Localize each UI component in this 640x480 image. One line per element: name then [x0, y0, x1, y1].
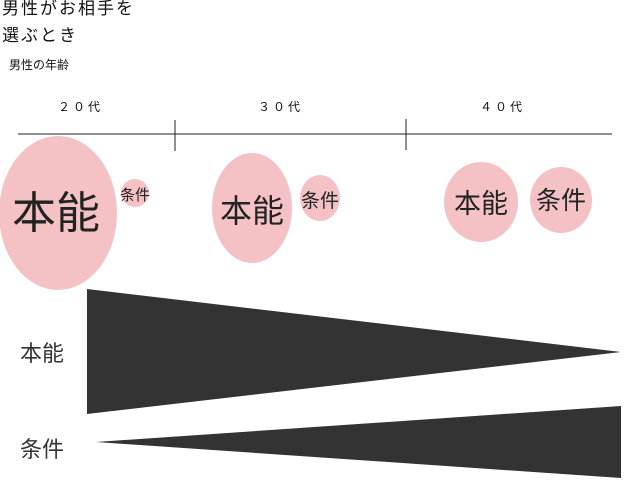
age-label-40s: ４０代 [480, 100, 526, 114]
bubble-40s-instinct-label: 本能 [454, 189, 508, 220]
bubble-20s-instinct [0, 136, 117, 290]
instinct-decreasing-wedge [87, 289, 621, 414]
bubble-20s-conditions [121, 179, 149, 207]
age-axis-title: 男性の年齢 [9, 58, 70, 72]
bubble-30s-conditions-label: 条件 [301, 190, 339, 212]
bubble-30s-instinct [212, 153, 292, 263]
bubble-40s-instinct [444, 162, 518, 242]
diagram-title: 男性がお相手を 選ぶとき [2, 0, 135, 46]
bubble-40s-conditions-label: 条件 [536, 186, 586, 215]
bubble-30s-instinct-label: 本能 [220, 192, 284, 230]
conditions-increasing-wedge [96, 406, 621, 478]
bubble-20s-instinct-label: 本能 [12, 188, 100, 239]
row-label-instinct: 本能 [20, 342, 65, 367]
bubble-40s-conditions [530, 167, 592, 233]
bubble-20s-conditions-label: 条件 [120, 186, 150, 204]
age-label-20s: ２０代 [58, 100, 104, 114]
bubble-30s-conditions [300, 175, 340, 221]
row-label-conditions: 条件 [20, 438, 65, 463]
age-label-30s: ３０代 [258, 100, 304, 114]
